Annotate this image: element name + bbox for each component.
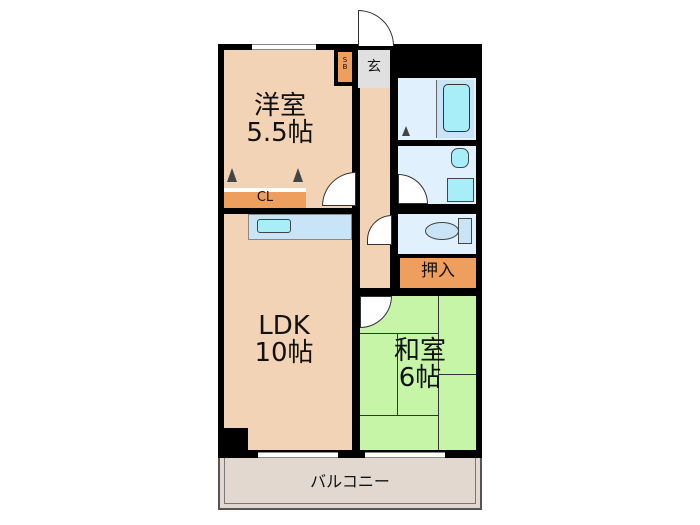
window-western-room [252, 44, 316, 50]
tatami-line-h3 [360, 415, 438, 416]
tatami-line-h2 [438, 374, 476, 375]
balcony [218, 458, 482, 510]
kitchen-sink [257, 219, 291, 233]
tatami-line-v2 [397, 334, 398, 415]
entrance-door[interactable] [358, 10, 394, 46]
toilet-tank [458, 218, 472, 244]
balcony-label: バルコニー [310, 472, 390, 491]
tatami-line-v1 [438, 296, 439, 450]
closet [224, 188, 306, 208]
western-room-lower [224, 86, 352, 188]
oshiire [400, 258, 476, 288]
toilet-bowl [425, 222, 459, 240]
shoe-box [338, 52, 352, 82]
closet-marker-right [293, 168, 303, 182]
ldk-pillar [218, 428, 248, 458]
bathroom-door-marker [402, 126, 410, 136]
sink [451, 148, 469, 168]
tatami-line-h1 [360, 333, 438, 334]
balcony-inner [224, 458, 476, 504]
japanese-room-label: 和室 6帖 [393, 336, 446, 394]
japanese-room [360, 296, 476, 450]
closet-label: CL [256, 190, 274, 205]
window-ldk [258, 452, 338, 458]
window-japanese-room [365, 452, 445, 458]
entrance [358, 50, 390, 88]
ldk [224, 214, 352, 450]
ldk-label: LDK 10帖 [254, 311, 314, 369]
hallway [360, 88, 390, 288]
western-room-label: 洋室 5.5帖 [246, 91, 314, 149]
bathtub-basin [443, 84, 470, 132]
washing-machine [447, 178, 474, 202]
closet-marker-left [227, 168, 237, 182]
shoe-box-label: S B [342, 56, 348, 72]
oshiire-label: 押入 [421, 261, 455, 281]
entrance-label: 玄 [367, 59, 381, 75]
